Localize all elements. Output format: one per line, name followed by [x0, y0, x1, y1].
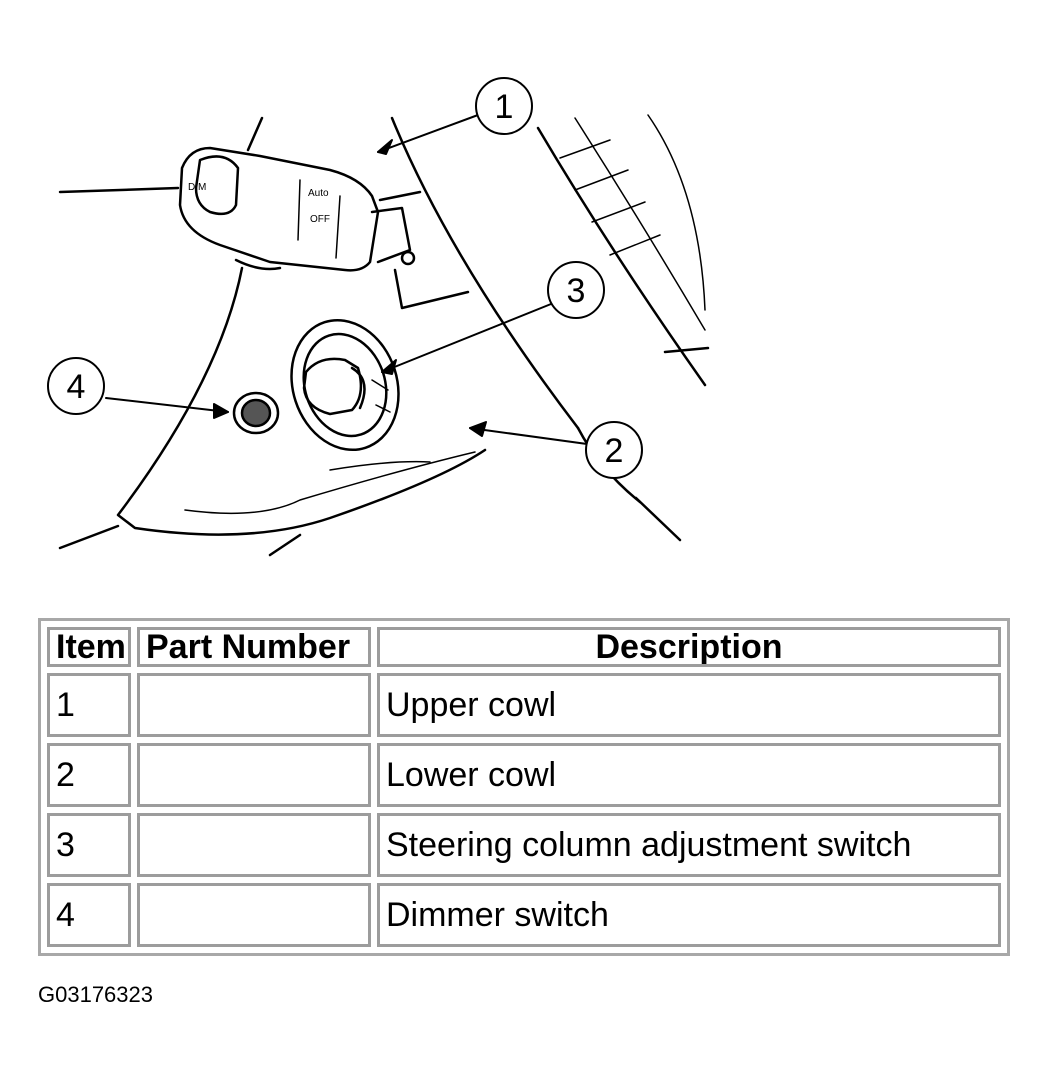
multifunction-lever: DIM Auto OFF — [58, 146, 422, 272]
svg-text:3: 3 — [567, 272, 586, 310]
svg-text:4: 4 — [67, 368, 86, 406]
lever-label-off: OFF — [310, 214, 330, 225]
table-row: 2 Lower cowl — [47, 743, 1001, 807]
cell-description: Upper cowl — [377, 673, 1001, 737]
leader-lines — [105, 114, 588, 445]
upper-cowl — [246, 116, 580, 430]
header-part-number: Part Number — [137, 627, 371, 667]
cell-description: Steering column adjustment switch — [377, 813, 1001, 877]
steering-wheel — [536, 114, 710, 387]
callout-2: 2 — [585, 421, 643, 479]
cell-description: Dimmer switch — [377, 883, 1001, 947]
svg-text:2: 2 — [605, 432, 624, 470]
table-header-row: Item Part Number Description — [47, 627, 1001, 667]
lever-label-dim: DIM — [188, 182, 206, 193]
cell-part-number — [137, 883, 371, 947]
steering-column-cowl-illustration: DIM Auto OFF 1 — [47, 77, 710, 557]
cell-item: 4 — [47, 883, 131, 947]
callout-3: 3 — [547, 261, 605, 319]
cell-item: 1 — [47, 673, 131, 737]
cell-item: 3 — [47, 813, 131, 877]
svg-text:1: 1 — [495, 88, 514, 126]
cell-part-number — [137, 813, 371, 877]
figure-code: G03176323 — [38, 982, 153, 1007]
table-row: 4 Dimmer switch — [47, 883, 1001, 947]
header-item: Item — [47, 627, 131, 667]
lever-label-auto: Auto — [308, 188, 329, 199]
parts-table: Item Part Number Description 1 Upper cow… — [38, 618, 1010, 956]
callout-4: 4 — [47, 357, 105, 415]
parts-table-grid: Item Part Number Description 1 Upper cow… — [41, 621, 1007, 953]
cell-part-number — [137, 673, 371, 737]
header-description: Description — [377, 627, 1001, 667]
cell-description: Lower cowl — [377, 743, 1001, 807]
cell-item: 2 — [47, 743, 131, 807]
cell-part-number — [137, 743, 371, 807]
adjustment-switch — [290, 318, 400, 452]
callout-1: 1 — [475, 77, 533, 135]
table-row: 1 Upper cowl — [47, 673, 1001, 737]
table-row: 3 Steering column adjustment switch — [47, 813, 1001, 877]
dimmer-switch — [232, 391, 280, 435]
